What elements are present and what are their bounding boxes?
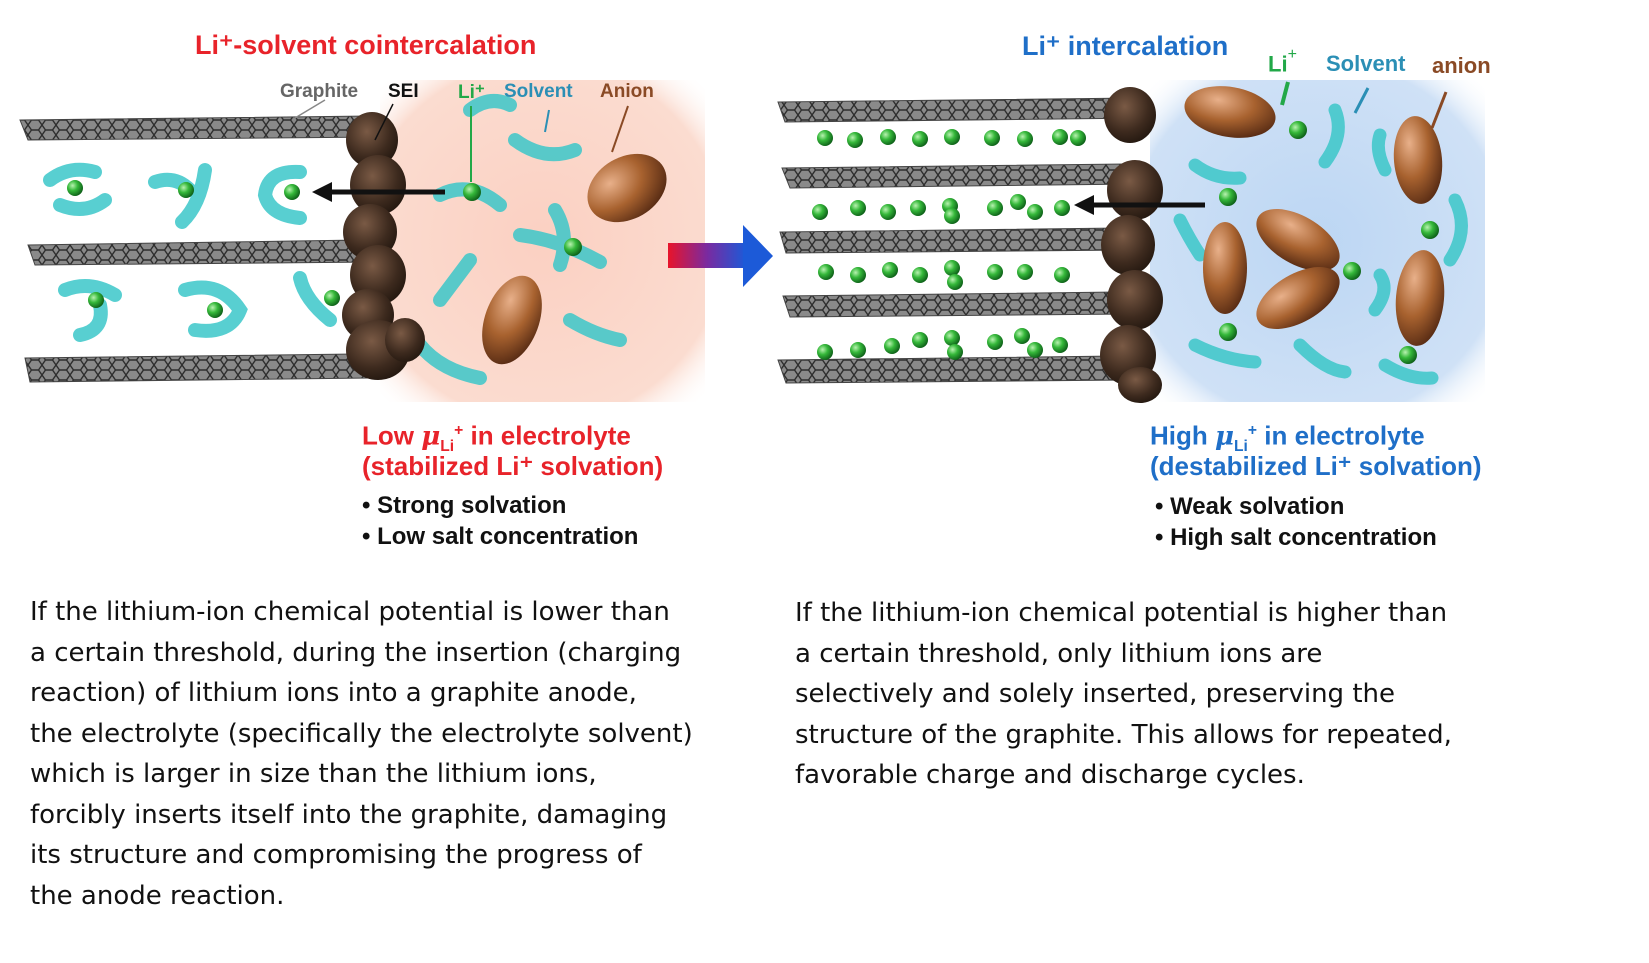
label-solvent-right: Solvent [1326, 51, 1406, 76]
label-li-left: Li⁺ [458, 82, 485, 103]
right-solvent-molecules [1173, 103, 1468, 385]
label-anion-right: anion [1432, 53, 1491, 78]
graphite-leader [294, 99, 326, 119]
label-li-right: Li+ [1268, 46, 1297, 77]
right-condition-suffix: in electrolyte [1264, 420, 1425, 451]
left-desc-line: which is larger in size than the lithium… [30, 759, 597, 789]
left-insertion-arrow [312, 182, 445, 202]
right-mu-superscript: + [1247, 422, 1257, 439]
mechanism-illustration [19, 80, 1485, 403]
label-solvent-left: Solvent [504, 81, 573, 102]
label-anion-left: Anion [600, 81, 654, 102]
left-desc-line: forcibly inserts itself into the graphit… [30, 799, 668, 830]
left-condition-suffix: in electrolyte [470, 420, 631, 451]
right-mu-subscript: Li [1234, 437, 1248, 455]
right-desc-line: structure of the graphite. This allows f… [795, 719, 1452, 750]
left-anions [482, 153, 667, 365]
left-mu-subscript: Li [440, 437, 455, 455]
label-sei: SEI [388, 81, 419, 102]
left-condition-line1: Low μLi+ in electrolyte [362, 413, 631, 464]
right-li-ions-free [1219, 121, 1439, 364]
label-li-right-sup: + [1287, 46, 1297, 63]
left-bullet-1: • Strong solvation [362, 492, 567, 519]
right-description: If the lithium-ion chemical potential is… [795, 593, 1452, 796]
left-desc-line: the anode reaction. [30, 880, 285, 911]
left-li-ions [67, 180, 582, 318]
li-leader-right [1280, 81, 1290, 106]
left-bullet-2: • Low salt concentration [362, 523, 639, 550]
label-graphite: Graphite [280, 81, 359, 102]
anion-leader-right [1430, 91, 1448, 129]
right-graphite-sheets [777, 97, 1149, 384]
left-condition-prefix: Low [362, 420, 414, 451]
anion-leader-left [611, 105, 629, 153]
transition-arrow [668, 225, 773, 287]
right-condition-line1: High μLi+ in electrolyte [1150, 413, 1425, 464]
left-desc-line: its structure and compromising the progr… [30, 840, 642, 870]
right-insertion-arrow [1074, 195, 1205, 215]
right-desc-line: a certain threshold, only lithium ions a… [795, 638, 1323, 669]
left-desc-line: the electrolyte (specifically the electr… [30, 718, 693, 749]
right-mu-symbol: μ [1215, 421, 1235, 452]
left-desc-line: reaction) of lithium ions into a graphit… [30, 678, 637, 708]
left-mu-symbol: μ [421, 421, 441, 452]
right-bullet-1: • Weak solvation [1155, 493, 1345, 520]
right-title: Li⁺ intercalation [1022, 31, 1229, 61]
solvent-leader-right [1353, 87, 1370, 114]
label-li-right-base: Li [1268, 51, 1288, 77]
left-description: If the lithium-ion chemical potential is… [30, 592, 693, 916]
left-graphite-sheets [19, 115, 386, 383]
right-desc-line: favorable charge and discharge cycles. [795, 760, 1305, 790]
left-desc-line: a certain threshold, during the insertio… [30, 637, 682, 668]
solvent-leader-left [544, 109, 550, 133]
right-anions [1184, 86, 1445, 346]
right-bullet-2: • High salt concentration [1155, 524, 1437, 551]
right-desc-line: selectively and solely inserted, preserv… [795, 679, 1395, 709]
left-condition-line2: (stabilized Li⁺ solvation) [362, 451, 664, 481]
right-desc-line: If the lithium-ion chemical potential is… [795, 598, 1448, 628]
sei-leader [374, 103, 394, 141]
right-condition-line2: (destabilized Li⁺ solvation) [1150, 451, 1482, 481]
right-li-ions-intercalated [812, 129, 1086, 360]
left-sei-layer [342, 112, 425, 380]
right-condition-prefix: High [1150, 420, 1208, 451]
left-title: Li⁺-solvent cointercalation [195, 30, 537, 60]
left-desc-line: If the lithium-ion chemical potential is… [30, 597, 670, 627]
left-mu-superscript: + [454, 422, 464, 439]
